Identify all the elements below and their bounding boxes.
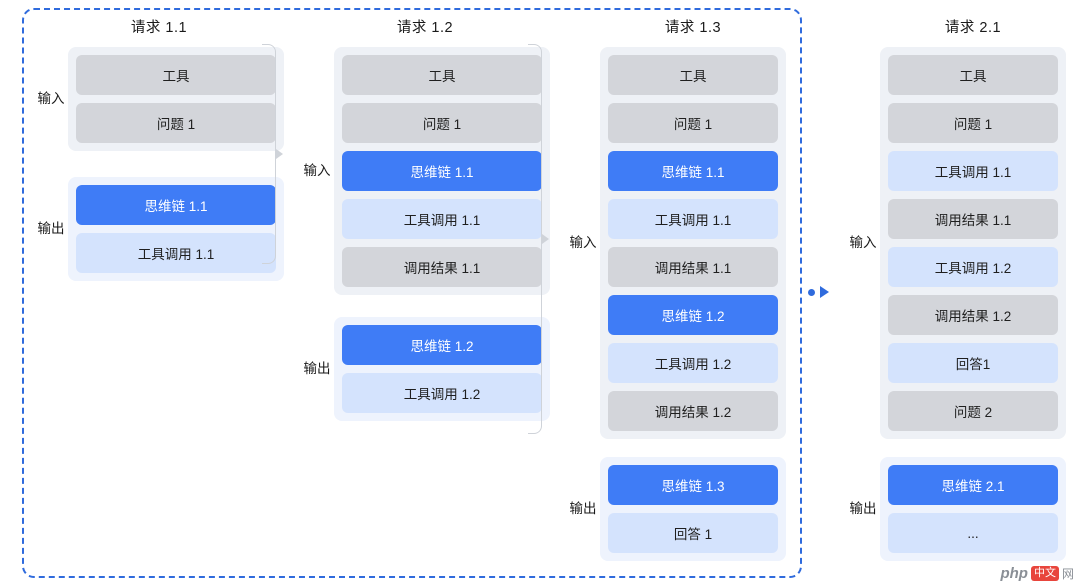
cell-toolcall-1-2: 工具调用 1.2	[888, 247, 1058, 287]
cell-tool: 工具	[608, 55, 778, 95]
cell-question-1: 问题 1	[888, 103, 1058, 143]
group-input: 输入 工具 问题 1 思维链 1.1 工具调用 1.1 调用结果 1.1 思维链…	[566, 47, 786, 439]
cell-toolcall-1-1: 工具调用 1.1	[76, 233, 276, 273]
group-output: 输出 思维链 1.1 工具调用 1.1	[34, 177, 284, 281]
cell-cot-1-1: 思维链 1.1	[342, 151, 542, 191]
cell-callresult-1-2: 调用结果 1.2	[608, 391, 778, 431]
cell-tool: 工具	[342, 55, 542, 95]
cell-question-1: 问题 1	[76, 103, 276, 143]
cell-toolcall-1-2: 工具调用 1.2	[342, 373, 542, 413]
cell-tool: 工具	[76, 55, 276, 95]
column-title: 请求 2.1	[944, 20, 1002, 36]
cell-cot-1-2: 思维链 1.2	[608, 295, 778, 335]
panel-output: 思维链 2.1 ...	[880, 457, 1066, 561]
group-label-input: 输入	[849, 234, 877, 250]
group-label-output: 输出	[303, 360, 331, 376]
group-label-input: 输入	[37, 90, 65, 106]
column-request-1-3: 请求 1.3 输入 工具 问题 1 思维链 1.1 工具调用 1.1 调用结果 …	[566, 16, 786, 561]
column-request-1-2: 请求 1.2 输入 工具 问题 1 思维链 1.1 工具调用 1.1 调用结果 …	[300, 16, 550, 421]
cell-callresult-1-1: 调用结果 1.1	[342, 247, 542, 287]
connector-bracket-2	[528, 44, 542, 434]
cell-cot-1-1: 思维链 1.1	[76, 185, 276, 225]
watermark-php: php	[1000, 565, 1028, 582]
column-request-2-1: 请求 2.1 输入 工具 问题 1 工具调用 1.1 调用结果 1.1 工具调用…	[846, 16, 1066, 561]
connector-bracket-1	[262, 44, 276, 264]
panel-output: 思维链 1.1 工具调用 1.1	[68, 177, 284, 281]
connector-arrow-blue	[820, 286, 829, 298]
panel-input: 工具 问题 1 工具调用 1.1 调用结果 1.1 工具调用 1.2 调用结果 …	[880, 47, 1066, 439]
column-title: 请求 1.2	[396, 20, 454, 36]
group-input: 输入 工具 问题 1 工具调用 1.1 调用结果 1.1 工具调用 1.2 调用…	[846, 47, 1066, 439]
column-request-1-1: 请求 1.1 输入 工具 问题 1 输出 思维链 1.1 工具调用 1.1	[34, 16, 284, 281]
panel-input: 工具 问题 1 思维链 1.1 工具调用 1.1 调用结果 1.1 思维链 1.…	[600, 47, 786, 439]
cell-toolcall-1-2: 工具调用 1.2	[608, 343, 778, 383]
group-output: 输出 思维链 1.2 工具调用 1.2	[300, 317, 550, 421]
cell-callresult-1-1: 调用结果 1.1	[888, 199, 1058, 239]
cell-question-2: 问题 2	[888, 391, 1058, 431]
cell-toolcall-1-1: 工具调用 1.1	[608, 199, 778, 239]
cell-cot-1-1: 思维链 1.1	[608, 151, 778, 191]
group-input: 输入 工具 问题 1	[34, 47, 284, 151]
single-request-group-boundary	[22, 8, 802, 578]
cell-question-1: 问题 1	[608, 103, 778, 143]
group-label-output: 输出	[849, 500, 877, 516]
group-output: 输出 思维链 1.3 回答 1	[566, 457, 786, 561]
cell-answer-1: 回答1	[888, 343, 1058, 383]
cell-callresult-1-2: 调用结果 1.2	[888, 295, 1058, 335]
panel-input: 工具 问题 1	[68, 47, 284, 151]
cell-tool: 工具	[888, 55, 1058, 95]
cell-toolcall-1-1: 工具调用 1.1	[888, 151, 1058, 191]
group-label-output: 输出	[37, 220, 65, 236]
cell-cot-2-1: 思维链 2.1	[888, 465, 1058, 505]
watermark-badge: 中文	[1030, 566, 1059, 581]
watermark-text: 网	[1061, 567, 1074, 581]
group-label-input: 输入	[569, 234, 597, 250]
column-title: 请求 1.3	[664, 20, 722, 36]
connector-arrow-1	[276, 149, 283, 159]
connector-arrow-2	[542, 234, 549, 244]
cell-ellipsis: ...	[888, 513, 1058, 553]
cell-cot-1-3: 思维链 1.3	[608, 465, 778, 505]
group-output: 输出 思维链 2.1 ...	[846, 457, 1066, 561]
cell-question-1: 问题 1	[342, 103, 542, 143]
watermark: php 中文 网	[1000, 565, 1074, 582]
group-label-output: 输出	[569, 500, 597, 516]
panel-output: 思维链 1.3 回答 1	[600, 457, 786, 561]
group-input: 输入 工具 问题 1 思维链 1.1 工具调用 1.1 调用结果 1.1	[300, 47, 550, 295]
panel-output: 思维链 1.2 工具调用 1.2	[334, 317, 550, 421]
column-title: 请求 1.1	[130, 20, 188, 36]
cell-toolcall-1-1: 工具调用 1.1	[342, 199, 542, 239]
cell-cot-1-2: 思维链 1.2	[342, 325, 542, 365]
panel-input: 工具 问题 1 思维链 1.1 工具调用 1.1 调用结果 1.1	[334, 47, 550, 295]
connector-dot	[808, 289, 815, 296]
cell-callresult-1-1: 调用结果 1.1	[608, 247, 778, 287]
cell-answer-1: 回答 1	[608, 513, 778, 553]
group-label-input: 输入	[303, 162, 331, 178]
